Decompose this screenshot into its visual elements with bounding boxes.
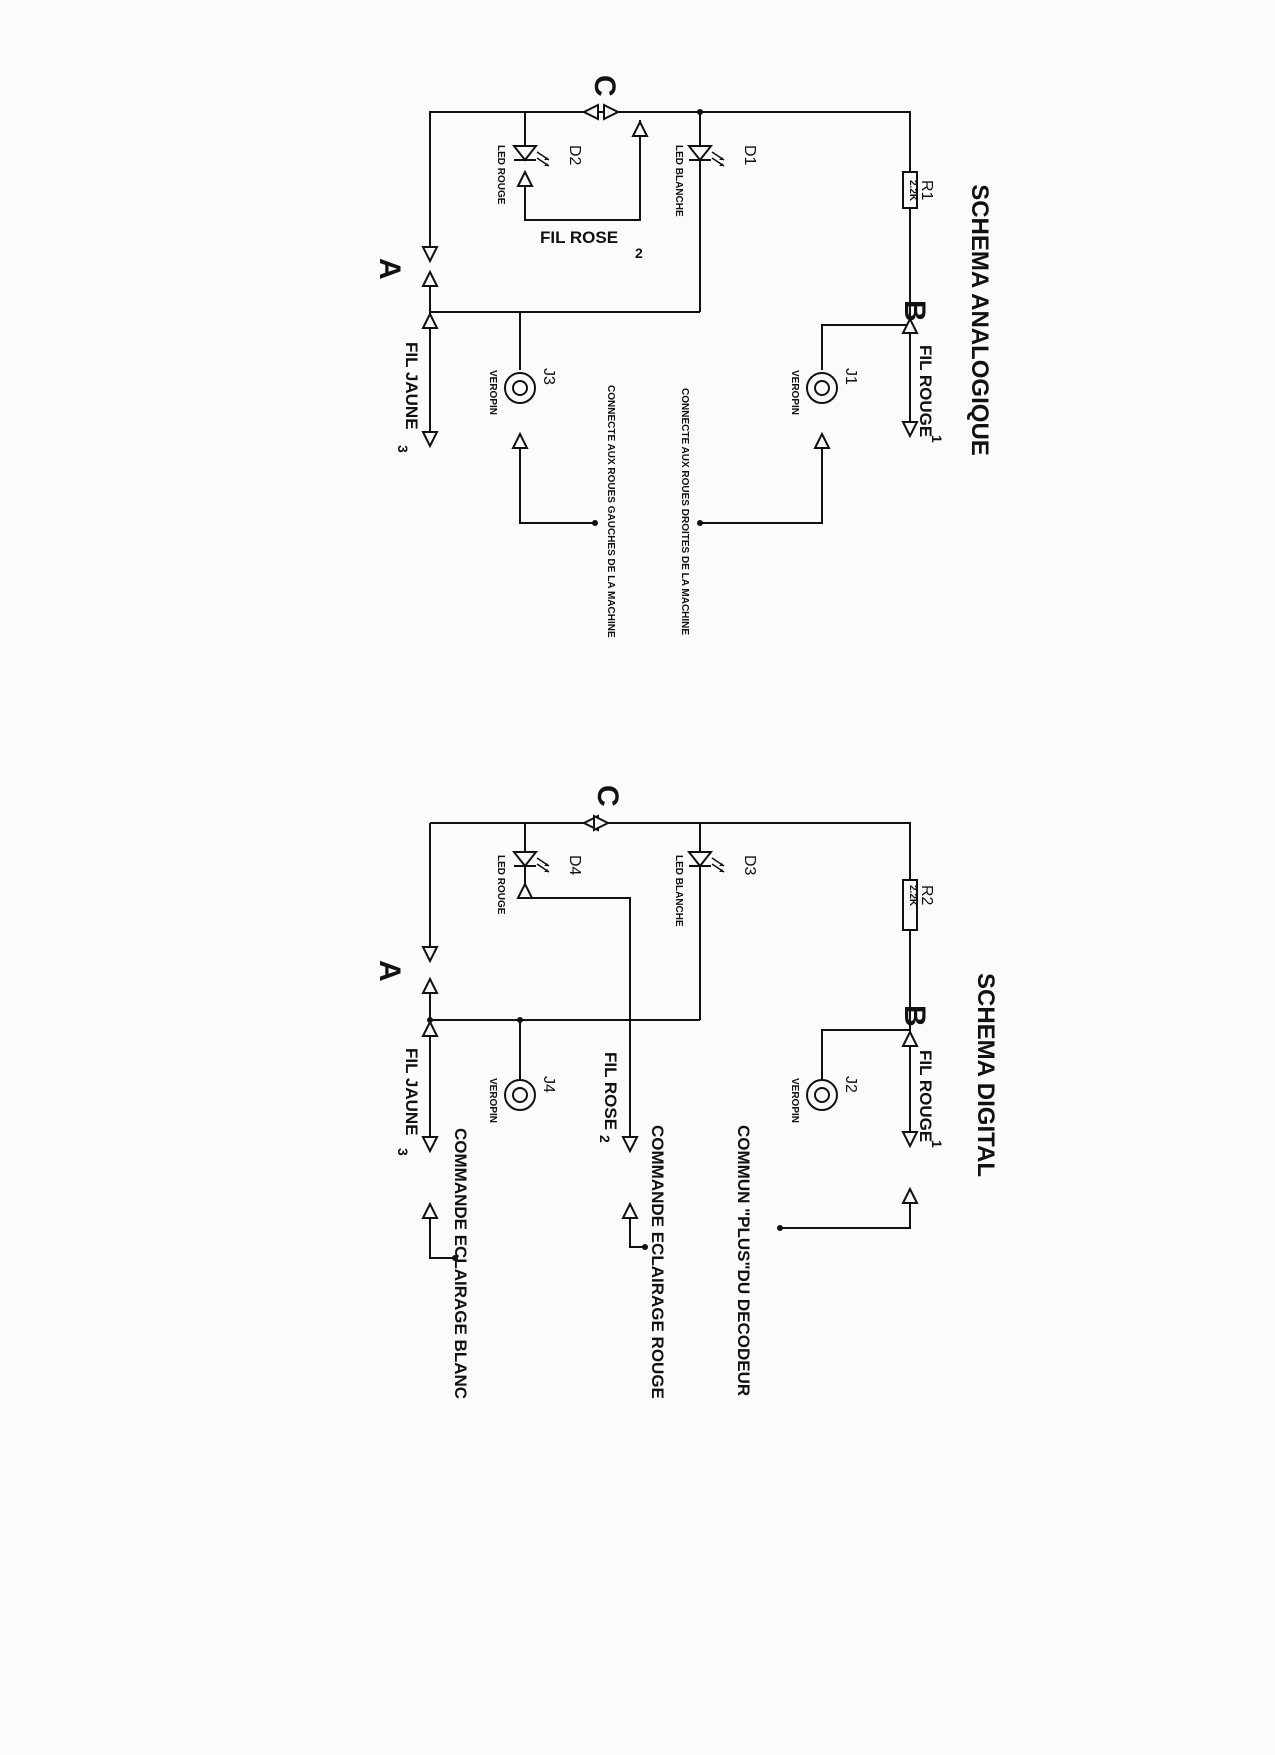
analog-node-c: C xyxy=(588,75,621,97)
analog-fil-jaune-num: 3 xyxy=(395,445,411,453)
jack-j1 xyxy=(806,372,838,404)
r2-value: 2.2K xyxy=(907,885,918,907)
led-d4 xyxy=(513,851,550,873)
wire-cmd-common xyxy=(780,1195,911,1229)
arrow-marker xyxy=(814,433,830,449)
analog-title: SCHEMA ANALOGIQUE xyxy=(966,184,993,456)
led-d3 xyxy=(688,851,725,873)
analog-node-a: A xyxy=(373,258,406,280)
analog-fil-rouge: FIL ROUGE xyxy=(916,345,935,437)
junction-dot xyxy=(697,109,703,115)
d1-ref: D1 xyxy=(741,145,758,166)
arrow-marker xyxy=(902,1188,918,1204)
arrow-marker xyxy=(583,104,599,120)
d4-ref: D4 xyxy=(566,855,583,876)
j2-ref: J2 xyxy=(842,1076,859,1093)
arrow-marker xyxy=(422,978,438,994)
resistor-r2 xyxy=(902,879,918,931)
arrow-marker xyxy=(422,1021,438,1037)
wire-c-to-r1 xyxy=(570,111,911,172)
junction-dot xyxy=(592,520,598,526)
digital-node-c: C xyxy=(591,785,624,807)
digital-fil-jaune-num: 3 xyxy=(395,1148,411,1156)
cmd-white-light: COMMANDE ECLAIRAGE BLANC xyxy=(451,1128,470,1399)
arrow-marker xyxy=(422,431,438,447)
led-d1 xyxy=(688,145,725,167)
wire-cmd-red xyxy=(629,1210,645,1248)
wire-c-to-a xyxy=(429,111,580,250)
jack-j2 xyxy=(806,1079,838,1111)
digital-fil-rose: FIL ROSE xyxy=(601,1052,620,1130)
jack-j4 xyxy=(504,1079,536,1111)
j2-type: VEROPIN xyxy=(789,1078,800,1123)
arrow-marker xyxy=(632,121,648,137)
arrow-marker xyxy=(902,1131,918,1147)
wire-j1-note xyxy=(700,440,823,524)
digital-fil-rose-num: 2 xyxy=(597,1135,613,1143)
analog-fil-rose-num: 2 xyxy=(635,245,643,261)
arrow-marker xyxy=(422,246,438,262)
r2-ref: R2 xyxy=(918,885,935,906)
analog-fil-jaune: FIL JAUNE xyxy=(402,342,421,430)
arrow-marker xyxy=(422,946,438,962)
digital-title: SCHEMA DIGITAL xyxy=(972,973,999,1177)
cmd-red-light: COMMANDE ECLAIRAGE ROUGE xyxy=(648,1125,667,1399)
arrow-marker xyxy=(422,1136,438,1152)
arrow-marker xyxy=(902,421,918,437)
digital-fil-rouge: FIL ROUGE xyxy=(916,1050,935,1142)
digital-node-a: A xyxy=(373,960,406,982)
d2-type: LED ROUGE xyxy=(495,145,506,205)
arrow-marker xyxy=(593,815,609,831)
wire-b-to-j1 xyxy=(821,324,910,370)
junction-dot xyxy=(427,1017,433,1023)
digital-fil-rouge-num: 1 xyxy=(929,1140,945,1148)
analog-fil-rose: FIL ROSE xyxy=(540,228,618,247)
junction-dot xyxy=(777,1225,783,1231)
d4-type: LED ROUGE xyxy=(495,855,506,915)
junction-dot xyxy=(452,1255,458,1261)
j1-ref: J1 xyxy=(842,368,859,385)
digital-fil-jaune: FIL JAUNE xyxy=(402,1048,421,1136)
d2-ref: D2 xyxy=(566,145,583,166)
j4-ref: J4 xyxy=(540,1076,557,1093)
j4-type: VEROPIN xyxy=(487,1078,498,1123)
note-right-wheels: CONNECTE AUX ROUES DROITES DE LA MACHINE xyxy=(679,388,690,635)
analog-schematic: SCHEMA ANALOGIQUE R1 xyxy=(373,75,993,638)
arrow-marker xyxy=(517,171,533,187)
wire-fil-rose-analog xyxy=(524,120,641,221)
digital-schematic: SCHEMA DIGITAL xyxy=(373,785,999,1399)
j3-ref: J3 xyxy=(540,368,557,385)
d3-ref: D3 xyxy=(741,855,758,876)
junction-dot xyxy=(697,520,703,526)
j1-type: VEROPIN xyxy=(789,370,800,415)
arrow-marker xyxy=(603,104,619,120)
junction-dot xyxy=(642,1244,648,1250)
d1-type: LED BLANCHE xyxy=(673,145,684,217)
arrow-marker xyxy=(622,1203,638,1219)
arrow-marker xyxy=(622,1136,638,1152)
digital-node-b: B xyxy=(898,1005,931,1027)
j3-type: VEROPIN xyxy=(487,370,498,415)
arrow-marker xyxy=(512,433,528,449)
arrow-marker xyxy=(902,1031,918,1047)
analog-fil-rouge-num: 1 xyxy=(929,435,945,443)
led-d2 xyxy=(513,145,550,167)
wire-b-to-j2 xyxy=(821,1029,910,1080)
analog-node-b: B xyxy=(898,300,931,322)
r1-ref: R1 xyxy=(918,180,935,201)
arrow-marker xyxy=(422,313,438,329)
resistor-r1 xyxy=(902,171,918,209)
jack-j3 xyxy=(504,372,536,404)
arrow-marker xyxy=(422,271,438,287)
arrow-marker xyxy=(422,1203,438,1219)
cmd-common-plus: COMMUN "PLUS"DU DECODEUR xyxy=(734,1125,753,1396)
arrow-marker xyxy=(517,883,533,899)
junction-dot xyxy=(517,1017,523,1023)
wire-cmd-white xyxy=(429,1205,455,1259)
r1-value: 2.2K xyxy=(907,180,918,202)
wire-j3-note xyxy=(519,440,595,524)
d3-type: LED BLANCHE xyxy=(673,855,684,927)
note-left-wheels: CONNECTE AUX ROUES GAUCHES DE LA MACHINE xyxy=(605,385,616,638)
